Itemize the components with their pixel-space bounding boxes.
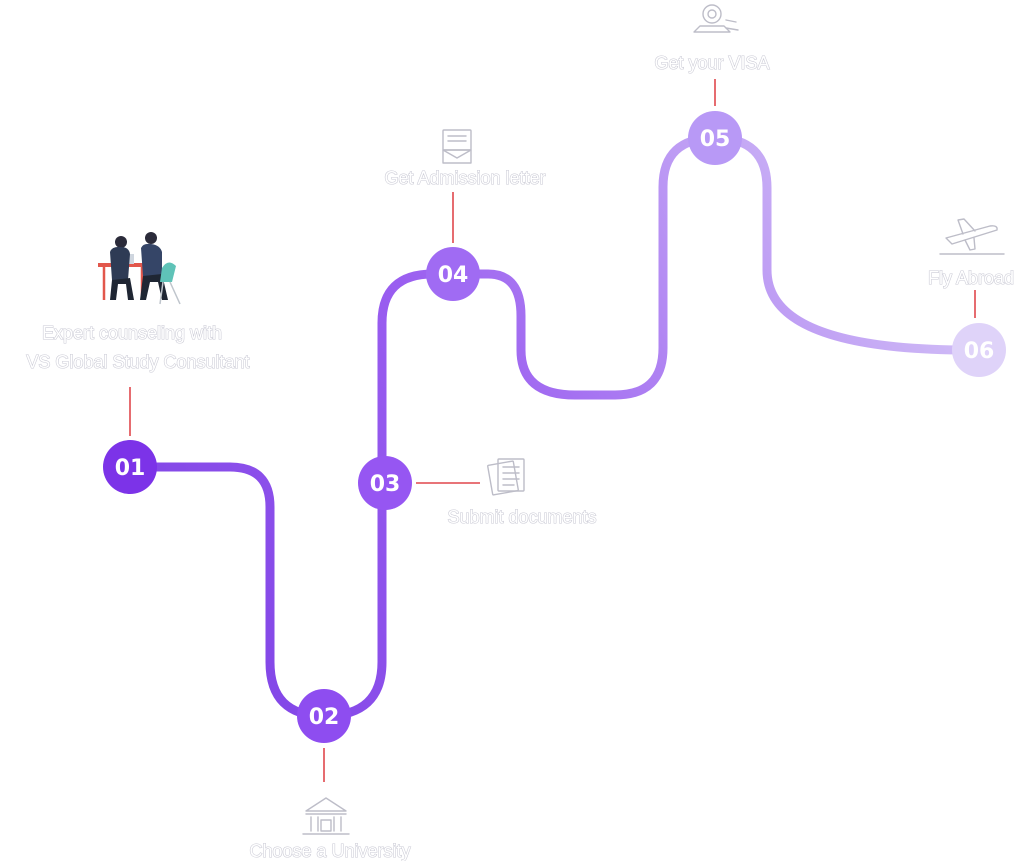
step-node-01: 01	[103, 440, 157, 494]
step-06-label: Fly Abroad	[928, 268, 1014, 288]
step-node-03-number: 03	[370, 472, 401, 497]
envelope-letter-icon	[442, 129, 472, 164]
step-01-label-line2: VS Global Study Consultant	[26, 352, 249, 372]
step-node-04: 04	[426, 247, 480, 301]
step-node-05-number: 05	[700, 127, 731, 152]
roadmap-path	[125, 133, 981, 721]
visa-stamp-icon	[693, 4, 739, 33]
step-node-05-circle	[688, 111, 742, 165]
consultants-meeting-icon	[98, 232, 181, 305]
step-node-02-number: 02	[309, 705, 340, 730]
step-05-label: Get your VISA	[654, 53, 769, 73]
step-node-06-number: 06	[964, 339, 995, 364]
connectors	[129, 79, 976, 782]
step-node-02: 02	[297, 689, 351, 743]
step-node-06: 06	[952, 323, 1006, 377]
step-node-02-circle	[297, 689, 351, 743]
step-04-label: Get Admission letter	[384, 168, 545, 188]
step-node-01-number: 01	[115, 456, 146, 481]
step-03-label: Submit documents	[447, 507, 596, 527]
step-node-03-circle	[358, 456, 412, 510]
step-node-04-number: 04	[438, 263, 469, 288]
step-node-03: 03	[358, 456, 412, 510]
university-building-icon	[302, 797, 350, 835]
step-02-label: Choose a University	[249, 841, 410, 861]
step-node-04-circle	[426, 247, 480, 301]
airplane-takeoff-icon	[939, 218, 1005, 255]
step-node-05: 05	[688, 111, 742, 165]
documents-stack-icon	[487, 458, 525, 496]
step-node-01-circle	[103, 440, 157, 494]
step-node-06-circle	[952, 323, 1006, 377]
step-01-label-line1: Expert counseling with	[42, 323, 222, 343]
